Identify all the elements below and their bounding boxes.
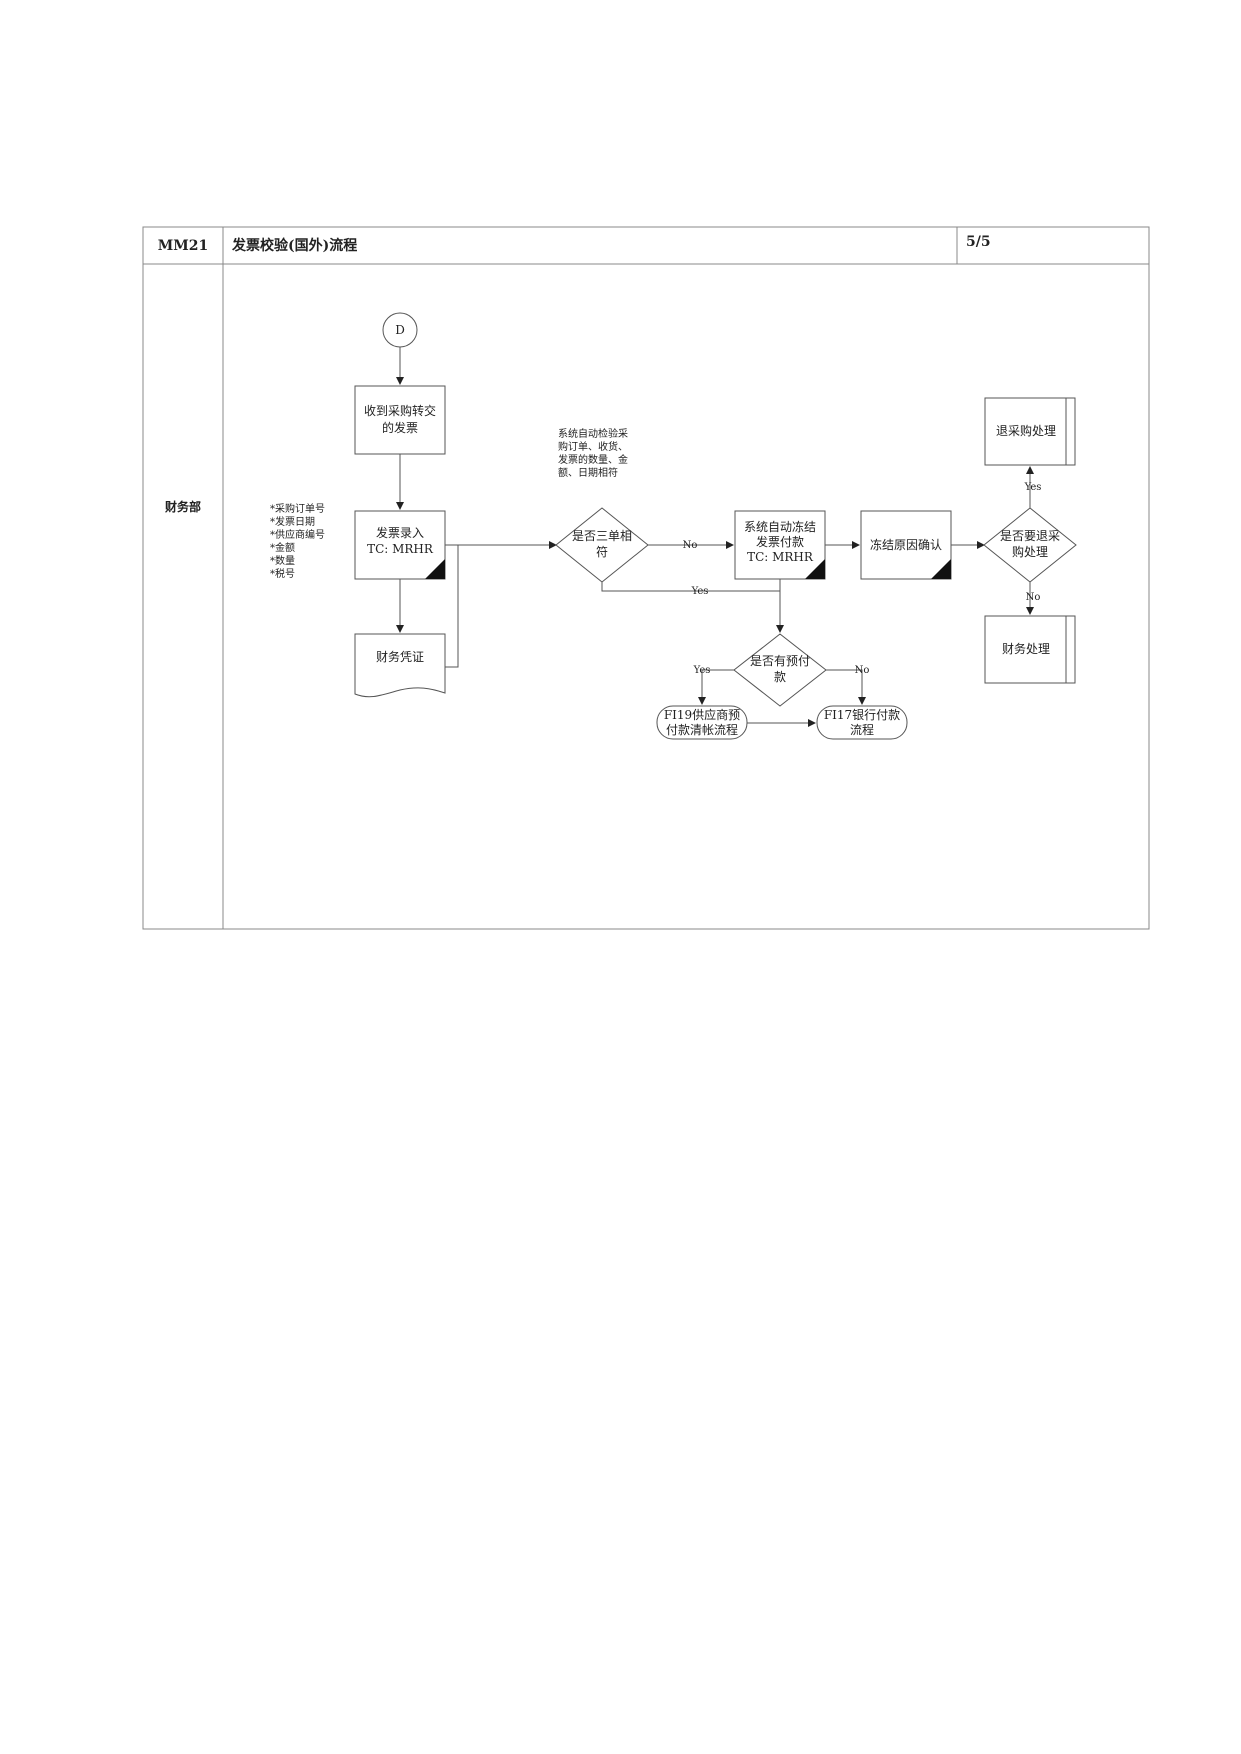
svg-text:FI17银行付款: FI17银行付款 <box>824 708 900 722</box>
process-financial: 财务处理 <box>984 615 1076 684</box>
process-freeze-reason-confirm: 冻结原因确认 <box>860 510 952 580</box>
process-invoice-entry: 发票录入 TC: MRHR <box>354 510 446 580</box>
svg-text:*税号: *税号 <box>270 567 295 580</box>
edge-check-yes <box>601 582 780 592</box>
edge-label-return-yes: Yes <box>1024 482 1042 493</box>
svg-text:购订单、收货、: 购订单、收货、 <box>558 440 628 453</box>
edge-label-return-no: No <box>1026 592 1041 603</box>
edge-entry-to-three-way-check <box>445 541 557 668</box>
svg-text:*发票日期: *发票日期 <box>270 515 315 528</box>
edge-label-no: No <box>683 540 698 551</box>
edge-prepay-yes <box>698 669 734 705</box>
svg-text:系统自动冻结: 系统自动冻结 <box>744 519 816 534</box>
svg-text:*数量: *数量 <box>270 554 295 567</box>
svg-text:付款清帐流程: 付款清帐流程 <box>666 722 738 737</box>
table-frame <box>142 226 1150 930</box>
decision-prepayment: 是否有预付 款 <box>733 633 827 707</box>
field-notes: *采购订单号 *发票日期 *供应商编号 *金额 *数量 *税号 <box>270 502 325 580</box>
decision-three-way-match: 是否三单相 符 <box>555 507 649 583</box>
edge-label-yes: Yes <box>691 586 709 597</box>
svg-text:系统自动检验采: 系统自动检验采 <box>558 427 628 440</box>
auto-check-note: 系统自动检验采 购订单、收货、 发票的数量、金 额、日期相符 <box>558 427 628 479</box>
svg-text:发票的数量、金: 发票的数量、金 <box>558 453 628 466</box>
svg-text:符: 符 <box>596 544 608 559</box>
process-receive-invoice: 收到采购转交 的发票 <box>354 385 446 455</box>
svg-text:D: D <box>395 323 405 337</box>
svg-text:是否要退采: 是否要退采 <box>1000 529 1060 543</box>
svg-text:购处理: 购处理 <box>1012 544 1048 559</box>
connector-d: D <box>382 312 418 348</box>
edge-prepay-no <box>826 669 866 705</box>
decision-return-to-purchasing: 是否要退采 购处理 <box>983 507 1077 583</box>
svg-text:是否三单相: 是否三单相 <box>572 529 632 543</box>
svg-text:收到采购转交: 收到采购转交 <box>364 403 436 418</box>
svg-text:流程: 流程 <box>850 722 874 737</box>
svg-text:TC: MRHR: TC: MRHR <box>747 550 814 564</box>
svg-text:财务处理: 财务处理 <box>1002 641 1050 656</box>
process-return-purchasing: 退采购处理 <box>984 397 1076 466</box>
svg-text:FI19供应商预: FI19供应商预 <box>664 707 740 722</box>
page-title: 发票校验(国外)流程 <box>231 237 357 254</box>
process-auto-freeze: 系统自动冻结 发票付款 TC: MRHR <box>734 510 826 580</box>
svg-text:发票付款: 发票付款 <box>756 534 804 549</box>
svg-text:发票录入: 发票录入 <box>376 525 424 540</box>
terminator-fi17: FI17银行付款 流程 <box>816 705 908 740</box>
svg-text:是否有预付: 是否有预付 <box>750 654 810 668</box>
svg-text:额、日期相符: 额、日期相符 <box>558 466 618 479</box>
lane-label: 财务部 <box>164 499 201 514</box>
svg-text:*采购订单号: *采购订单号 <box>270 502 325 515</box>
edge-label-prepay-no: No <box>855 665 870 676</box>
process-code: MM21 <box>158 238 208 254</box>
page-number: 5/5 <box>966 234 991 250</box>
svg-text:*金额: *金额 <box>270 541 295 554</box>
svg-text:的发票: 的发票 <box>382 420 418 435</box>
svg-text:退采购处理: 退采购处理 <box>996 423 1056 438</box>
edge-label-prepay-yes: Yes <box>693 665 711 676</box>
svg-text:*供应商编号: *供应商编号 <box>270 528 325 541</box>
terminator-fi19: FI19供应商预 付款清帐流程 <box>656 705 748 740</box>
svg-text:冻结原因确认: 冻结原因确认 <box>870 537 942 552</box>
svg-text:TC: MRHR: TC: MRHR <box>367 542 434 556</box>
svg-text:财务凭证: 财务凭证 <box>376 649 424 664</box>
svg-text:款: 款 <box>774 670 786 684</box>
document-financial-voucher: 财务凭证 <box>354 633 446 698</box>
